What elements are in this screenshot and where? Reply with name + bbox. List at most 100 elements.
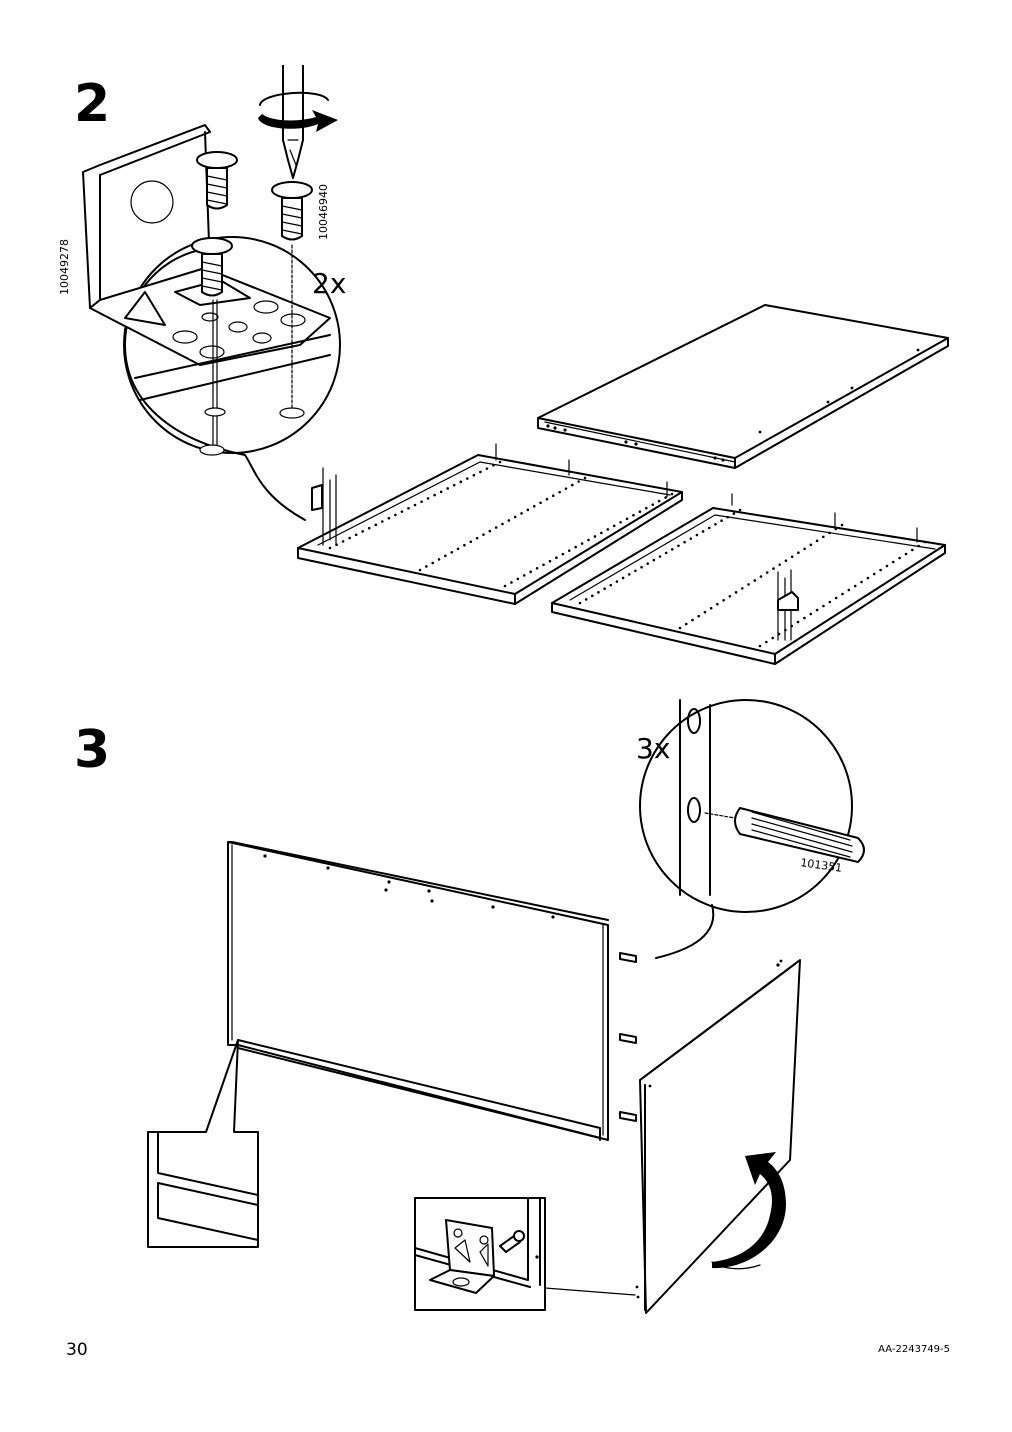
panel-hole [446, 487, 449, 490]
panel-hole [452, 483, 456, 487]
part-number-10049278: 10049278 [58, 239, 71, 295]
panel-hole [904, 552, 908, 556]
panel-hole [498, 460, 502, 464]
panel-hole [482, 533, 485, 536]
panel-hole [492, 464, 495, 467]
panel-hole [472, 473, 476, 477]
panel-hole [758, 644, 762, 648]
panel-hole [606, 528, 610, 531]
panel-hole [658, 555, 662, 558]
panel-hole [555, 556, 558, 559]
panel-hole [689, 537, 693, 540]
panel-hole [469, 540, 473, 543]
panel-hole [722, 598, 725, 602]
panel-hole [765, 571, 769, 574]
panel-hole [394, 513, 397, 517]
step2-zoom-pointer [124, 249, 306, 521]
panel-hole [911, 548, 914, 552]
panel-hole [597, 590, 600, 594]
panel-hole [803, 616, 806, 620]
panel-hole [580, 542, 584, 545]
panel-hole [741, 587, 744, 590]
quantity-label: 2x [312, 267, 346, 300]
panel-hole [898, 556, 901, 560]
panel-hole [716, 602, 719, 606]
panel-hole [678, 626, 682, 630]
side-panel [635, 959, 801, 1314]
document-code: AA-2243749-5 [878, 1344, 950, 1355]
panel-hole [828, 531, 831, 535]
panel-hole [593, 535, 597, 538]
panel-hole [734, 591, 738, 594]
panel-hole [714, 523, 717, 526]
panel-hole [621, 576, 625, 580]
dowel-icon [619, 1111, 637, 1122]
panel-hole [456, 547, 460, 551]
panel-hole [615, 580, 619, 583]
panel-hole [671, 548, 674, 551]
guide-line [212, 299, 218, 451]
rotate-arrow-icon [258, 91, 338, 132]
panel-hole [822, 535, 825, 539]
panel-hole [738, 508, 742, 512]
panel-hole [545, 497, 549, 501]
panel-hole [747, 583, 750, 586]
panel-hole [426, 497, 430, 500]
panel-hole [374, 523, 378, 527]
panel-hole [834, 596, 838, 600]
panel-hole [450, 551, 454, 554]
panel-hole [664, 496, 667, 499]
panel-hole [420, 500, 423, 503]
panel-hole [728, 595, 732, 598]
quantity-label: 3x [636, 732, 670, 765]
panel-hole [485, 467, 489, 470]
panel-hole [603, 587, 606, 590]
panel-hole [600, 531, 603, 535]
panel-hole [439, 490, 443, 494]
panel-hole [488, 529, 492, 533]
panel-hole [923, 540, 927, 544]
panel-hole [778, 563, 781, 566]
dowel-icon [619, 1033, 637, 1044]
panel-hole [564, 487, 568, 490]
panel-hole [701, 530, 705, 533]
step2-zoom-circle [123, 236, 341, 454]
panel-hole [638, 510, 642, 513]
panel-hole [771, 636, 774, 640]
panel-hole [695, 533, 699, 537]
panel-hole [475, 536, 479, 540]
panel-hole [463, 543, 466, 547]
step-2-number: 2 [74, 74, 111, 134]
panel-hole [400, 510, 404, 513]
board-panel [537, 304, 949, 469]
panel-hole [466, 477, 469, 480]
panel-hole [784, 559, 788, 562]
panel-hole [753, 579, 757, 582]
panel-hole [437, 558, 441, 561]
panel-hole [522, 574, 526, 577]
panel-hole [348, 536, 351, 540]
step-3-number: 3 [74, 720, 111, 780]
panel-hole [879, 568, 882, 572]
corner-detail-inset [147, 1039, 259, 1248]
step3-zoom-pointer [655, 904, 715, 959]
panel-hole [809, 612, 813, 616]
panel-hole [646, 562, 649, 565]
panel-hole [510, 581, 513, 584]
panel-hole [548, 559, 552, 563]
panel-hole [542, 563, 545, 567]
step-2-illustration: 10049278 10046940 2x [58, 65, 949, 665]
panel-hole [645, 506, 648, 510]
panel-hole [684, 622, 688, 626]
panel-hole [507, 519, 511, 522]
board-panel [551, 493, 946, 665]
panel-hole [809, 543, 813, 547]
panel-hole [917, 544, 920, 548]
panel-hole [670, 492, 674, 496]
panel-hole [587, 538, 590, 542]
part-number-10046940: 10046940 [317, 184, 330, 240]
panel-hole [625, 517, 629, 521]
panel-hole [707, 526, 711, 530]
panel-hole [853, 584, 857, 588]
screw-icon [499, 1230, 525, 1253]
